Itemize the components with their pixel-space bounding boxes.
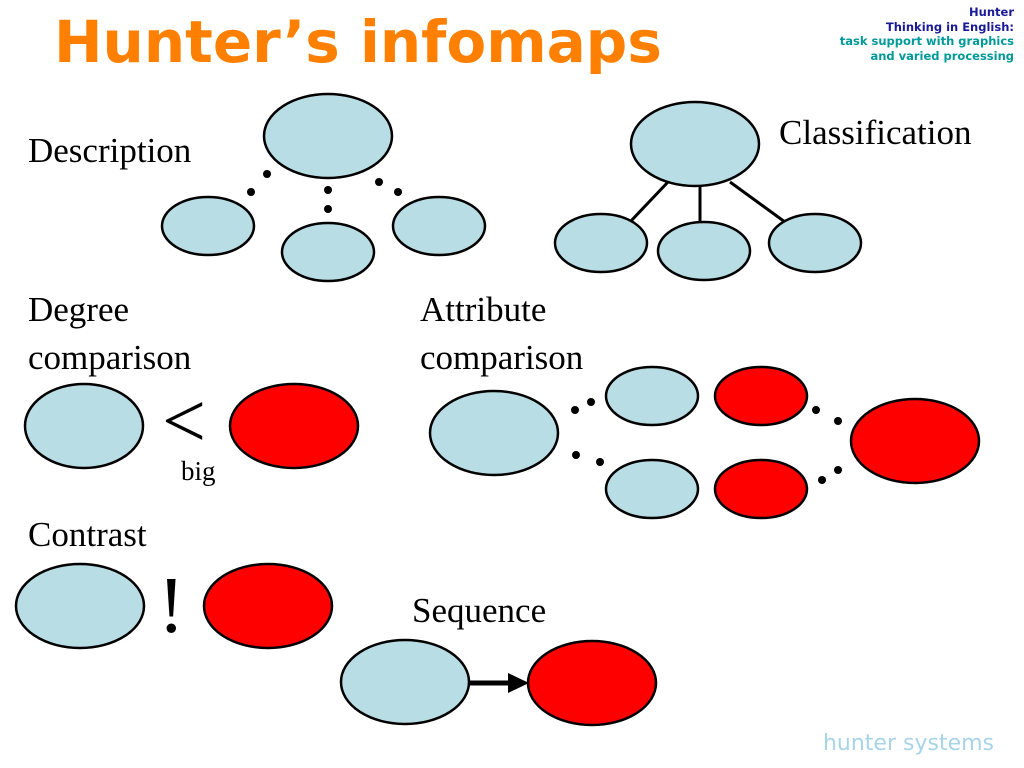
degree-comparison-map [23,382,360,470]
classification-map [553,100,863,282]
attribute-label-line2: comparison [420,338,584,377]
description-center-node [262,92,394,180]
contrast-red-node [202,562,334,650]
header-block: Hunter Thinking in English: task support… [840,5,1014,63]
classification-parent-node [629,100,761,188]
attribute-upper-red-node [713,365,809,427]
description-dots [247,170,402,213]
description-label: Description [28,131,192,170]
degree-label-line2: comparison [28,338,192,377]
contrast-label: Contrast [28,515,147,554]
degree-blue-node [23,382,145,470]
classification-label: Classification [779,113,972,152]
description-map [160,92,487,283]
header-author: Hunter [969,5,1014,19]
sequence-first-node [339,638,471,726]
attribute-comparison-map [428,365,981,520]
attribute-lower-red-node [713,458,809,520]
sequence-label: Sequence [412,591,547,630]
description-right-node [391,195,487,257]
attribute-dots [571,398,842,484]
less-than-symbol: < [162,377,206,464]
attribute-lower-blue-node [604,458,700,520]
description-left-node [160,195,256,257]
sequence-second-node [526,639,658,727]
sequence-map [339,638,658,727]
attribute-comparison-label: Attribute comparison [420,286,583,382]
slide-title: Hunter’s infomaps [54,8,662,76]
header-book-title: Thinking in English: [885,19,1014,34]
description-middle-node [280,221,376,283]
classification-child-middle [656,220,752,282]
header-subtitle-2: and varied processing [870,48,1014,63]
contrast-map [14,562,334,650]
footer-brand: hunter systems [822,731,994,756]
degree-comparison-label: Degree comparison [28,286,191,382]
attribute-main-blue-node [428,389,560,477]
sequence-arrowhead-icon [508,673,529,693]
degree-label-line1: Degree [28,290,130,329]
classification-child-left [553,212,649,274]
header-subtitle-1: task support with graphics [839,34,1014,48]
exclamation-symbol: ! [158,562,185,650]
attribute-upper-blue-node [604,365,700,427]
attribute-label-line1: Attribute [420,290,547,329]
big-label: big [181,456,216,486]
classification-child-right [767,212,863,274]
attribute-main-red-node [849,397,981,485]
degree-red-node [228,382,360,470]
contrast-blue-node [14,562,146,650]
